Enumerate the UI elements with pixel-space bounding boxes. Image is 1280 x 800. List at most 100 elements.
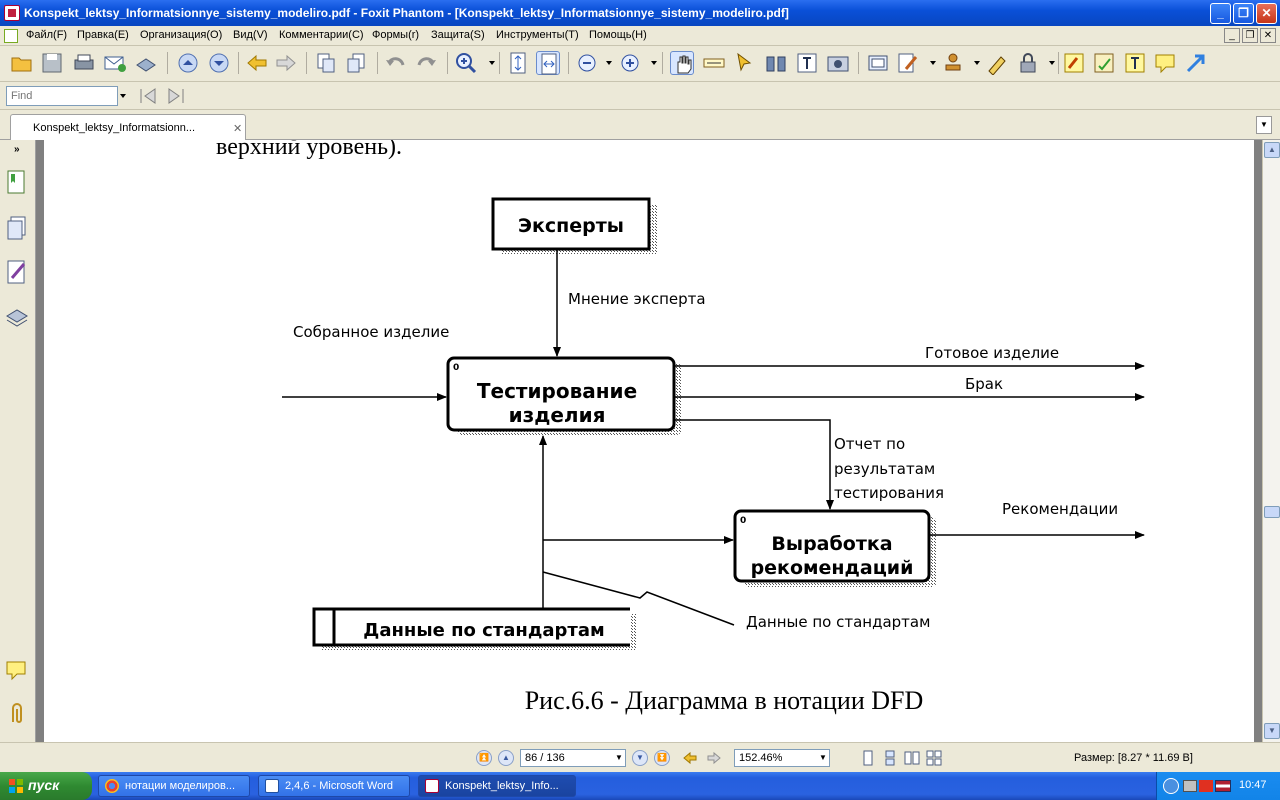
- prev-page-button[interactable]: ▲: [498, 750, 514, 766]
- menu-protect[interactable]: Защита(S): [431, 29, 485, 41]
- open-folder-icon[interactable]: [10, 51, 34, 75]
- antivirus-icon[interactable]: [1199, 780, 1213, 792]
- stamp-dropdown[interactable]: [974, 61, 980, 65]
- annotations-panel-icon[interactable]: [4, 258, 30, 286]
- menu-help[interactable]: Помощь(H): [589, 29, 647, 41]
- layers-panel-icon[interactable]: [4, 302, 30, 330]
- pages-panel-icon[interactable]: [4, 214, 30, 242]
- scroll-down-button[interactable]: ▼: [1264, 723, 1280, 739]
- zoom-tool-icon[interactable]: [454, 51, 478, 75]
- email-icon[interactable]: [103, 51, 127, 75]
- continuous-facing-view-icon[interactable]: [926, 750, 942, 766]
- scroll-thumb[interactable]: [1264, 506, 1280, 518]
- snapshot-icon[interactable]: [826, 51, 850, 75]
- insert-pages-icon[interactable]: [344, 51, 368, 75]
- find-binoculars-icon[interactable]: [764, 51, 788, 75]
- scan-icon[interactable]: [134, 51, 158, 75]
- lock-icon[interactable]: [1016, 51, 1040, 75]
- zoom-tool-dropdown[interactable]: [489, 61, 495, 65]
- edit-document-dropdown[interactable]: [930, 61, 936, 65]
- mdi-close-button[interactable]: ✕: [1260, 28, 1276, 43]
- tab-document[interactable]: Konspekt_lektsy_Informatsionn... ✕: [10, 114, 246, 140]
- menu-forms[interactable]: Формы(r): [372, 29, 420, 41]
- attachments-panel-icon[interactable]: [4, 700, 30, 728]
- vertical-scrollbar[interactable]: ▲ ▼: [1262, 140, 1280, 742]
- zoom-out-icon[interactable]: [575, 51, 599, 75]
- fit-width-icon[interactable]: [536, 51, 560, 75]
- previous-page-icon[interactable]: [176, 51, 200, 75]
- back-arrow-icon[interactable]: [245, 51, 269, 75]
- mdi-minimize-button[interactable]: _: [1224, 28, 1240, 43]
- find-options-dropdown[interactable]: [120, 94, 126, 98]
- typewriter-icon[interactable]: [795, 51, 819, 75]
- history-back-icon[interactable]: [682, 750, 698, 766]
- page-number-field[interactable]: 86 / 136: [520, 749, 626, 767]
- facing-view-icon[interactable]: [904, 750, 920, 766]
- foxit-app-icon[interactable]: [4, 5, 20, 21]
- minimize-button[interactable]: _: [1210, 3, 1231, 24]
- print-icon[interactable]: [72, 51, 96, 75]
- lock-dropdown[interactable]: [1049, 61, 1055, 65]
- network-icon[interactable]: [1183, 780, 1197, 792]
- tray-expand-icon[interactable]: [1163, 778, 1179, 794]
- redo-icon[interactable]: [414, 51, 438, 75]
- navigation-panel: »: [0, 140, 36, 742]
- menu-tools[interactable]: Инструменты(T): [496, 29, 579, 41]
- zoom-level-dropdown[interactable]: ▼: [819, 753, 827, 762]
- tab-close-icon[interactable]: ✕: [233, 123, 243, 135]
- forward-arrow-icon[interactable]: [274, 51, 298, 75]
- zoom-in-dropdown[interactable]: [651, 61, 657, 65]
- single-page-view-icon[interactable]: [860, 750, 876, 766]
- last-page-button[interactable]: ⏬: [654, 750, 670, 766]
- mdi-restore-button[interactable]: ❐: [1242, 28, 1258, 43]
- sign-icon[interactable]: [985, 51, 1009, 76]
- maximize-button[interactable]: ❐: [1233, 3, 1254, 24]
- stamp-icon[interactable]: [941, 51, 965, 75]
- extract-pages-icon[interactable]: [314, 51, 338, 75]
- continuous-view-icon[interactable]: [882, 750, 898, 766]
- start-button[interactable]: пуск: [0, 772, 92, 800]
- menu-edit[interactable]: Правка(E): [77, 29, 129, 41]
- fit-page-icon[interactable]: [506, 51, 530, 75]
- menu-organize[interactable]: Организация(O): [140, 29, 223, 41]
- edit-document-icon[interactable]: [896, 51, 920, 75]
- arrow-tool-icon[interactable]: [1184, 51, 1208, 75]
- task-chrome[interactable]: нотации моделиров...: [98, 775, 250, 797]
- menu-comments[interactable]: Комментарии(C): [279, 29, 364, 41]
- zoom-in-icon[interactable]: [618, 51, 642, 75]
- full-screen-icon[interactable]: [866, 51, 890, 75]
- bookmarks-panel-icon[interactable]: [4, 168, 30, 196]
- menu-view[interactable]: Вид(V): [233, 29, 268, 41]
- menu-file[interactable]: Файл(F): [26, 29, 68, 41]
- next-page-button[interactable]: ▼: [632, 750, 648, 766]
- expand-panel-icon[interactable]: »: [14, 144, 20, 155]
- hand-tool-icon[interactable]: [670, 51, 694, 75]
- comment-note-icon[interactable]: [1153, 51, 1177, 75]
- task-foxit-label: Konspekt_lektsy_Info...: [445, 780, 559, 792]
- text-box-icon[interactable]: [1123, 51, 1147, 75]
- document-viewport[interactable]: верхний уровень). Эксперты 0 Тестировани…: [36, 140, 1262, 742]
- page-number-dropdown[interactable]: ▼: [615, 753, 623, 762]
- zoom-out-dropdown[interactable]: [606, 61, 612, 65]
- undo-icon[interactable]: [384, 51, 408, 75]
- highlight-icon[interactable]: [1062, 51, 1086, 75]
- select-text-icon[interactable]: [702, 51, 726, 75]
- find-input[interactable]: [6, 86, 118, 106]
- task-foxit[interactable]: Konspekt_lektsy_Info...: [418, 775, 576, 797]
- language-flag-icon[interactable]: [1215, 780, 1231, 792]
- pencil-note-icon[interactable]: [1092, 51, 1116, 75]
- history-forward-icon[interactable]: [706, 750, 722, 766]
- tab-list-dropdown[interactable]: ▼: [1256, 116, 1272, 134]
- task-word[interactable]: 2,4,6 - Microsoft Word: [258, 775, 410, 797]
- next-page-icon[interactable]: [207, 51, 231, 75]
- close-button[interactable]: ✕: [1256, 3, 1277, 24]
- comments-panel-icon[interactable]: [4, 656, 30, 684]
- first-page-button[interactable]: ⏫: [476, 750, 492, 766]
- zoom-level-field[interactable]: 152.46%: [734, 749, 830, 767]
- find-previous-icon[interactable]: [136, 84, 160, 108]
- select-annotation-icon[interactable]: [732, 51, 756, 75]
- document-icon[interactable]: [4, 29, 18, 43]
- save-icon[interactable]: [40, 51, 64, 75]
- find-next-icon[interactable]: [164, 84, 188, 108]
- scroll-up-button[interactable]: ▲: [1264, 142, 1280, 158]
